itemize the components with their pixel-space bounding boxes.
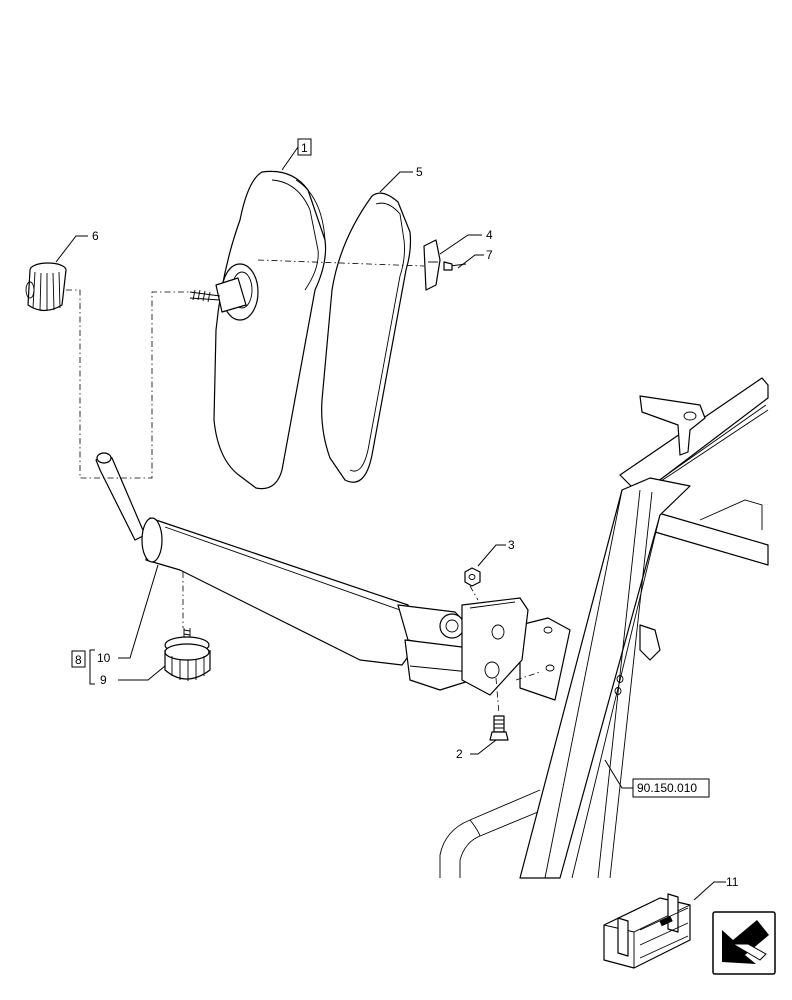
callout-7: 7 (486, 248, 493, 262)
callout-10: 10 (97, 651, 111, 665)
leader-lines (55, 146, 726, 901)
cab-frame (439, 377, 769, 879)
callout-labels: 1 5 4 7 6 3 2 8 10 9 11 90.150.010 (71, 138, 739, 889)
callout-6: 6 (92, 229, 99, 243)
knob-9 (164, 628, 211, 681)
callout-1: 1 (301, 141, 308, 155)
mirror-arm (95, 452, 529, 696)
callout-8: 8 (75, 653, 82, 667)
callout-4: 4 (486, 228, 493, 242)
callout-2: 2 (456, 747, 463, 761)
clip-and-screw (423, 239, 467, 291)
assembly-lines (66, 259, 541, 715)
arrow-nav-icon[interactable] (712, 911, 776, 975)
callout-9: 9 (100, 673, 107, 687)
reference-box (632, 778, 710, 798)
callout-box-1 (297, 138, 312, 156)
crate-kit-icon (603, 893, 691, 969)
callout-box-8 (71, 650, 86, 668)
callout-11: 11 (726, 875, 739, 889)
bolt-2 (489, 715, 509, 741)
callout-3: 3 (508, 538, 515, 552)
knob-6 (25, 262, 67, 312)
mirror-head (189, 170, 327, 490)
mirror-glass (321, 192, 412, 483)
callout-bracket (89, 649, 95, 685)
callout-5: 5 (416, 165, 423, 179)
nut-3 (464, 567, 481, 587)
reference-label: 90.150.010 (637, 781, 697, 795)
